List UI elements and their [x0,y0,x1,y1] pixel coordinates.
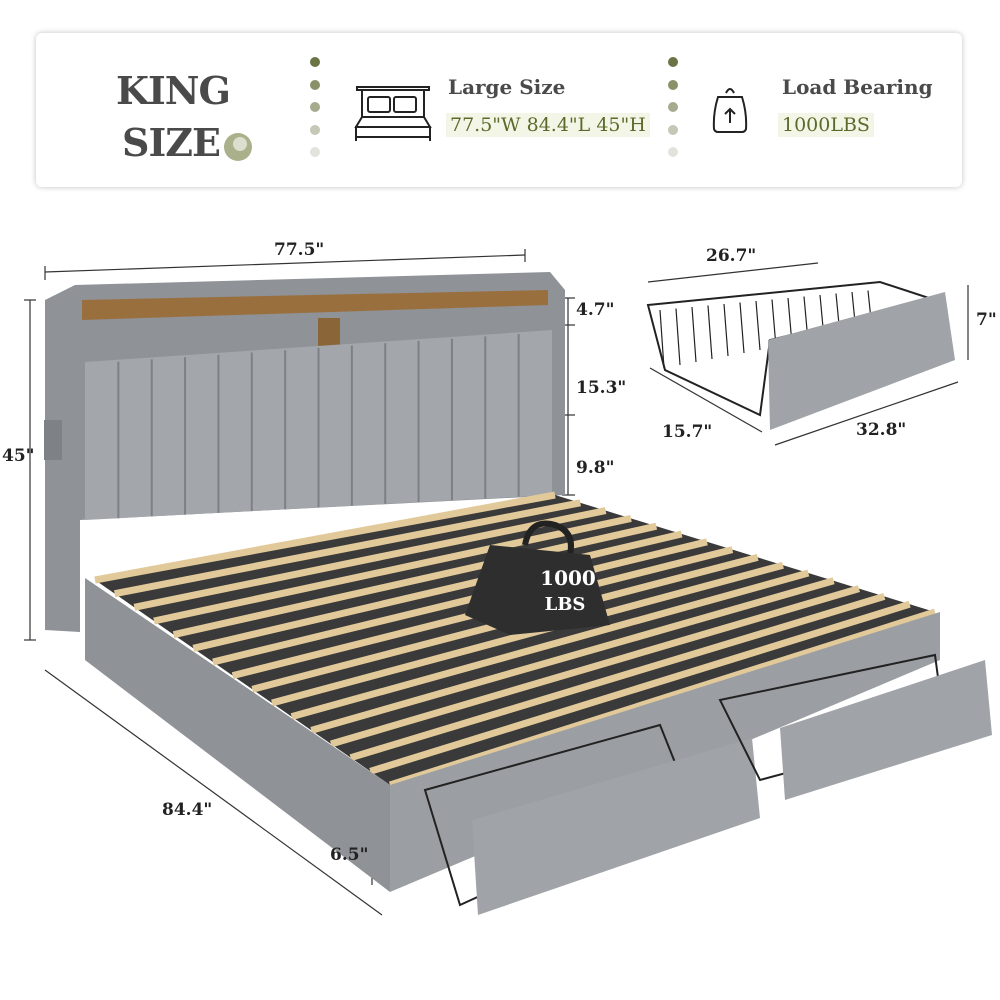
drawer-wire [707,305,713,360]
feature-large-size-value: 77.5"W 84.4"L 45"H [446,113,650,137]
drawer-detail [646,280,955,430]
drawer-wire [691,306,697,363]
drawer-wire [739,302,745,354]
dim-panel: 15.3" [576,378,627,398]
dot-divider [668,57,678,170]
dim-height: 45" [2,446,35,466]
bed-icon [354,86,432,141]
headboard-shelf [82,290,548,320]
drawer-wire [755,300,761,351]
slat [388,608,937,789]
slat [153,514,632,625]
shelf-divider [318,318,340,346]
slat [94,491,556,584]
slat [113,499,582,598]
dim-drawer-depth: 15.7" [662,422,713,442]
dim-drawer-front: 32.8" [856,420,907,440]
feature-large-size-title: Large Size [448,75,566,99]
side-rail [85,578,390,892]
title-size: SIZE [122,120,221,165]
drawer-wire [659,309,665,369]
slat [271,561,784,707]
slat [369,600,911,775]
feature-load-bearing-value: 1000LBS [778,113,874,137]
dim-gap: 9.8" [576,458,615,478]
slat [349,593,886,762]
side-pocket [44,420,62,460]
drawer-wire [723,303,729,357]
weight-icon: 1000 LBS [465,520,610,635]
dim-shelf: 4.7" [576,300,615,320]
dim-clearance: 6.5" [330,845,369,865]
slat [192,530,683,652]
moon-icon [223,132,252,161]
feature-load-bearing-title: Load Bearing [782,75,933,99]
dim-width: 77.5" [274,240,325,260]
drawer-front-right [718,653,992,800]
slat [310,577,835,734]
feature-banner: KING SIZE Large Size 77.5"W 84.4"L 45"H … [36,33,962,187]
slat [172,522,658,639]
weight-value: 1000 [540,566,596,590]
slat [212,538,708,666]
slat [330,585,860,748]
size-title: KING SIZE [116,65,252,169]
title-king: KING [116,68,231,113]
weight-bag-icon [712,88,748,133]
slat [290,569,810,721]
slat [133,507,607,611]
drawer-front-left [423,723,760,915]
dot-divider [310,57,320,170]
dimension-lines [24,249,969,916]
drawer-wire [675,308,681,366]
dim-drawer-width: 26.7" [706,246,757,266]
dim-length: 84.4" [162,800,213,820]
weight-unit: LBS [545,594,586,615]
dim-drawer-height: 7" [976,310,997,330]
